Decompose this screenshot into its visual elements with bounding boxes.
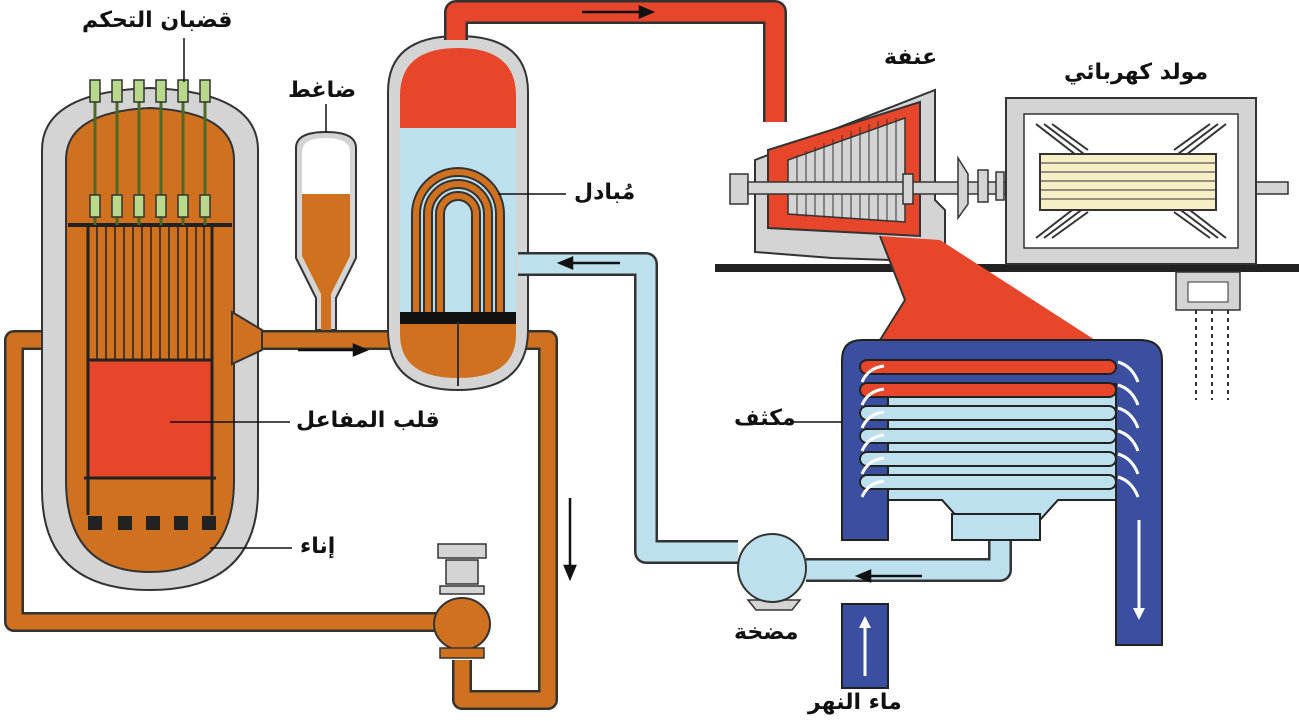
label-pressurizer: ضاغط (288, 78, 357, 103)
flow-arrows (298, 5, 922, 583)
leader-lines (170, 38, 842, 549)
feed-pump (737, 533, 807, 611)
steam-generator (387, 34, 529, 392)
turbine (754, 88, 946, 264)
label-heat-exchanger: مُبادل (574, 180, 636, 205)
vessel-outlet-nozzle (231, 310, 263, 366)
u-tubes (411, 167, 505, 312)
label-pump: مضخة (734, 620, 799, 645)
label-reactor-core: قلب المفاعل (296, 408, 440, 433)
primary-pump (433, 543, 491, 659)
pressurizer (295, 130, 357, 331)
label-condenser: مكثف (734, 406, 796, 431)
label-generator: مولد كهربائي (1064, 60, 1209, 85)
condenser (841, 339, 1163, 646)
control-rod-frame (68, 223, 232, 360)
label-vessel: إناء (300, 534, 336, 559)
reactor-vessel (41, 86, 259, 592)
condenser-flow-arrows (860, 360, 1141, 614)
generator (1005, 97, 1257, 400)
label-river-water: ماء النهر (808, 690, 902, 715)
label-control-rods: قضبان التحكم (82, 8, 233, 33)
river-water-inlet (841, 603, 889, 689)
exhaust-funnel (879, 235, 1095, 341)
control-rods (89, 79, 211, 225)
label-turbine: عنفة (884, 45, 938, 70)
reactor-core (84, 358, 216, 530)
